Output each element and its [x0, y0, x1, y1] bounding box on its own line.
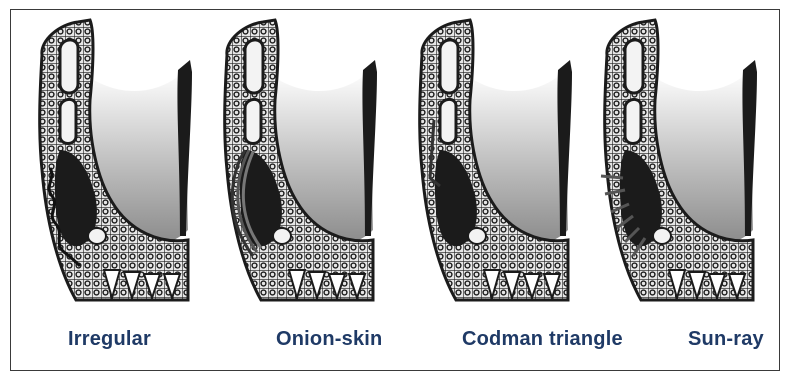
- panel-sun-ray: [585, 0, 785, 335]
- panel-onion-skin: [205, 0, 405, 335]
- mandible-illustration-sun-ray: [585, 0, 785, 335]
- panel-codman-triangle: [400, 0, 600, 335]
- mandible-illustration-codman-triangle: [400, 0, 600, 335]
- label-irregular: Irregular: [68, 328, 151, 351]
- label-onion-skin: Onion-skin: [276, 328, 382, 351]
- mandible-illustration-onion-skin: [205, 0, 405, 335]
- panel-irregular: [20, 0, 220, 335]
- label-sun-ray: Sun-ray: [688, 328, 764, 351]
- mandible-illustration-irregular: [20, 0, 220, 335]
- label-codman-triangle: Codman triangle: [462, 328, 623, 351]
